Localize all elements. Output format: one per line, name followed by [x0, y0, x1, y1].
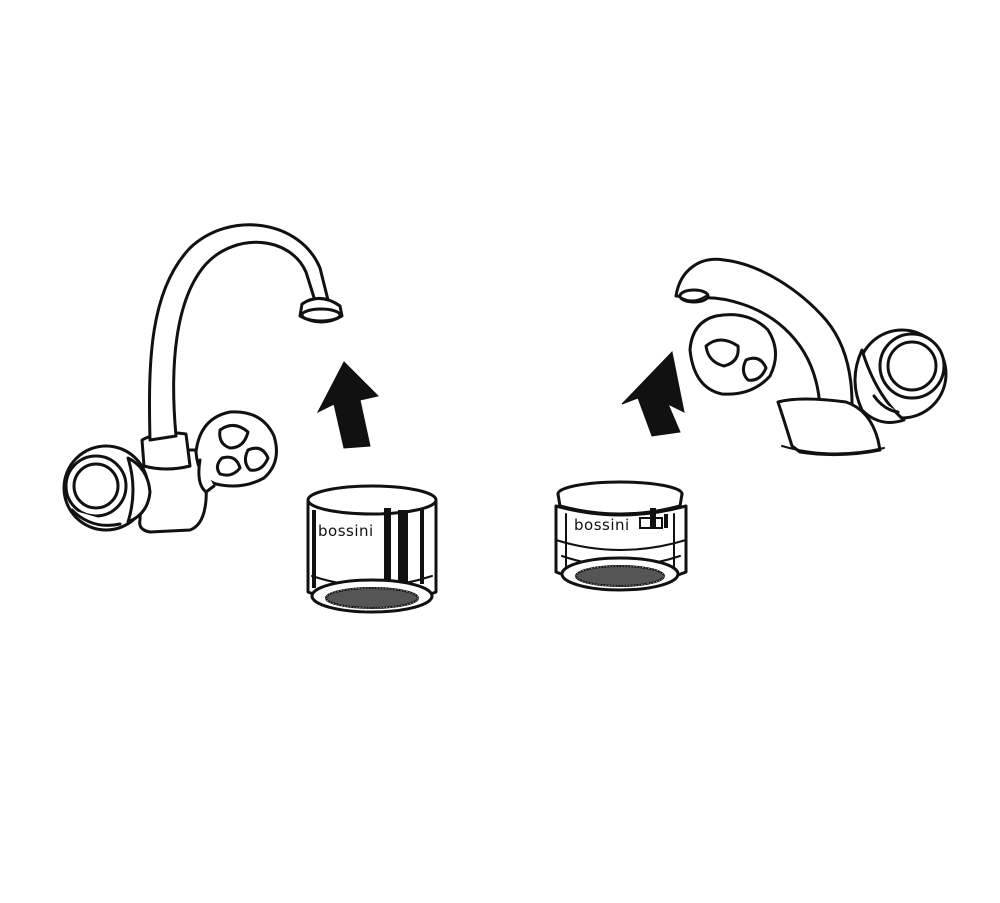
- cold-handle: [194, 410, 278, 494]
- insert-aerator: bossini: [554, 480, 688, 592]
- cold-handle: [853, 328, 948, 424]
- up-arrow-icon: [621, 350, 685, 437]
- swan-neck-faucet: [62, 223, 344, 534]
- hot-handle: [688, 313, 777, 396]
- chrome-aerator: bossini: [306, 484, 438, 614]
- aerator-brand-label: bossini: [318, 522, 374, 540]
- short-spout-faucet: [674, 257, 948, 457]
- aerator-brand-label: bossini: [574, 516, 630, 534]
- hot-handle: [62, 444, 152, 532]
- up-arrow-icon: [316, 361, 379, 449]
